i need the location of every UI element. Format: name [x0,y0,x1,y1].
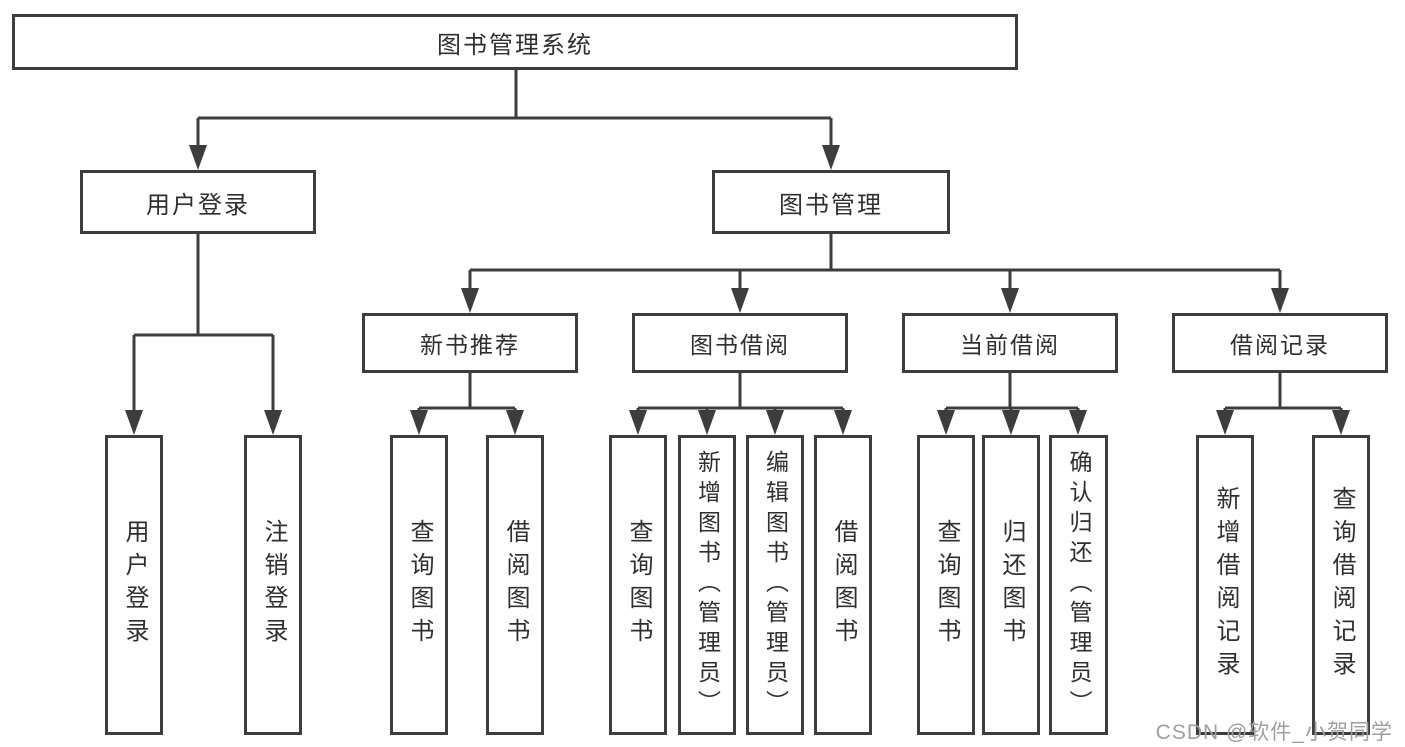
node-label: 借阅记录 [1230,332,1330,358]
leaf-query-books-recommend: 查询图书 [390,435,448,735]
leaf-return-books: 归还图书 [982,435,1040,735]
leaf-label: 归还图书 [998,519,1025,651]
connector-book-management-groups [461,234,1289,313]
node-label: 图书借阅 [690,332,790,358]
leaf-borrow-books: 借阅图书 [814,435,872,735]
leaf-edit-books-admin: 编辑图书（管理员） [746,435,804,735]
leaf-label: 借阅图书 [502,519,529,651]
arrowhead [937,410,955,435]
node-label: 图书管理 [779,191,883,219]
node-label: 新书推荐 [420,332,520,358]
arrowhead [698,410,716,435]
leaf-label: 新增图书（管理员） [694,450,721,720]
leaf-query-books-borrow: 查询图书 [609,435,667,735]
leaf-borrow-books-recommend: 借阅图书 [486,435,544,735]
arrowhead [461,288,479,313]
node-user-login: 用户登录 [80,170,316,234]
leaf-confirm-return-admin: 确认归还（管理员） [1049,435,1108,735]
arrowhead [125,410,143,435]
arrowhead [822,145,840,170]
node-book-borrow: 图书借阅 [632,313,848,373]
arrowhead [410,410,428,435]
leaf-label: 查询图书 [933,519,960,651]
leaf-user-login: 用户登录 [105,435,163,735]
arrowhead [1001,288,1019,313]
csdn-watermark: CSDN @软件_小贺同学 [1155,721,1393,744]
arrowhead [629,410,647,435]
leaf-label: 用户登录 [121,519,148,651]
node-current-borrow: 当前借阅 [902,313,1118,373]
node-root-library-system: 图书管理系统 [12,14,1018,70]
connector-borrow-record-children [1216,373,1350,435]
arrowhead [1002,410,1020,435]
leaf-logout: 注销登录 [244,435,302,735]
arrowhead [766,410,784,435]
connector-new-book-recommend-children [410,373,524,435]
node-book-management: 图书管理 [712,170,950,234]
node-label: 图书管理系统 [437,31,593,59]
arrowhead [264,410,282,435]
arrowhead [506,410,524,435]
leaf-query-borrow-record: 查询借阅记录 [1312,435,1370,735]
leaf-add-borrow-record: 新增借阅记录 [1196,435,1254,735]
leaf-label: 查询图书 [625,519,652,651]
leaf-label: 查询图书 [406,519,433,651]
leaf-label: 注销登录 [260,519,287,651]
arrowhead [1332,410,1350,435]
connector-root-to-level2 [189,70,840,170]
node-new-book-recommend: 新书推荐 [362,313,578,373]
leaf-label: 确认归还（管理员） [1066,450,1092,720]
arrowhead [189,145,207,170]
leaf-label: 借阅图书 [830,519,857,651]
leaf-label: 查询借阅记录 [1328,486,1355,684]
arrowhead [1271,288,1289,313]
connector-book-borrow-children [629,373,852,435]
connector-current-borrow-children [937,373,1087,435]
leaf-query-books-current: 查询图书 [917,435,975,735]
arrowhead [834,410,852,435]
arrowhead [1216,410,1234,435]
arrowhead [1069,410,1087,435]
leaf-label: 新增借阅记录 [1212,486,1239,684]
connector-user-login-children [125,234,282,435]
node-borrow-record: 借阅记录 [1172,313,1388,373]
leaf-label: 编辑图书（管理员） [762,450,789,720]
node-label: 用户登录 [146,191,250,219]
arrowhead [731,288,749,313]
node-label: 当前借阅 [960,332,1060,358]
leaf-add-books-admin: 新增图书（管理员） [678,435,736,735]
